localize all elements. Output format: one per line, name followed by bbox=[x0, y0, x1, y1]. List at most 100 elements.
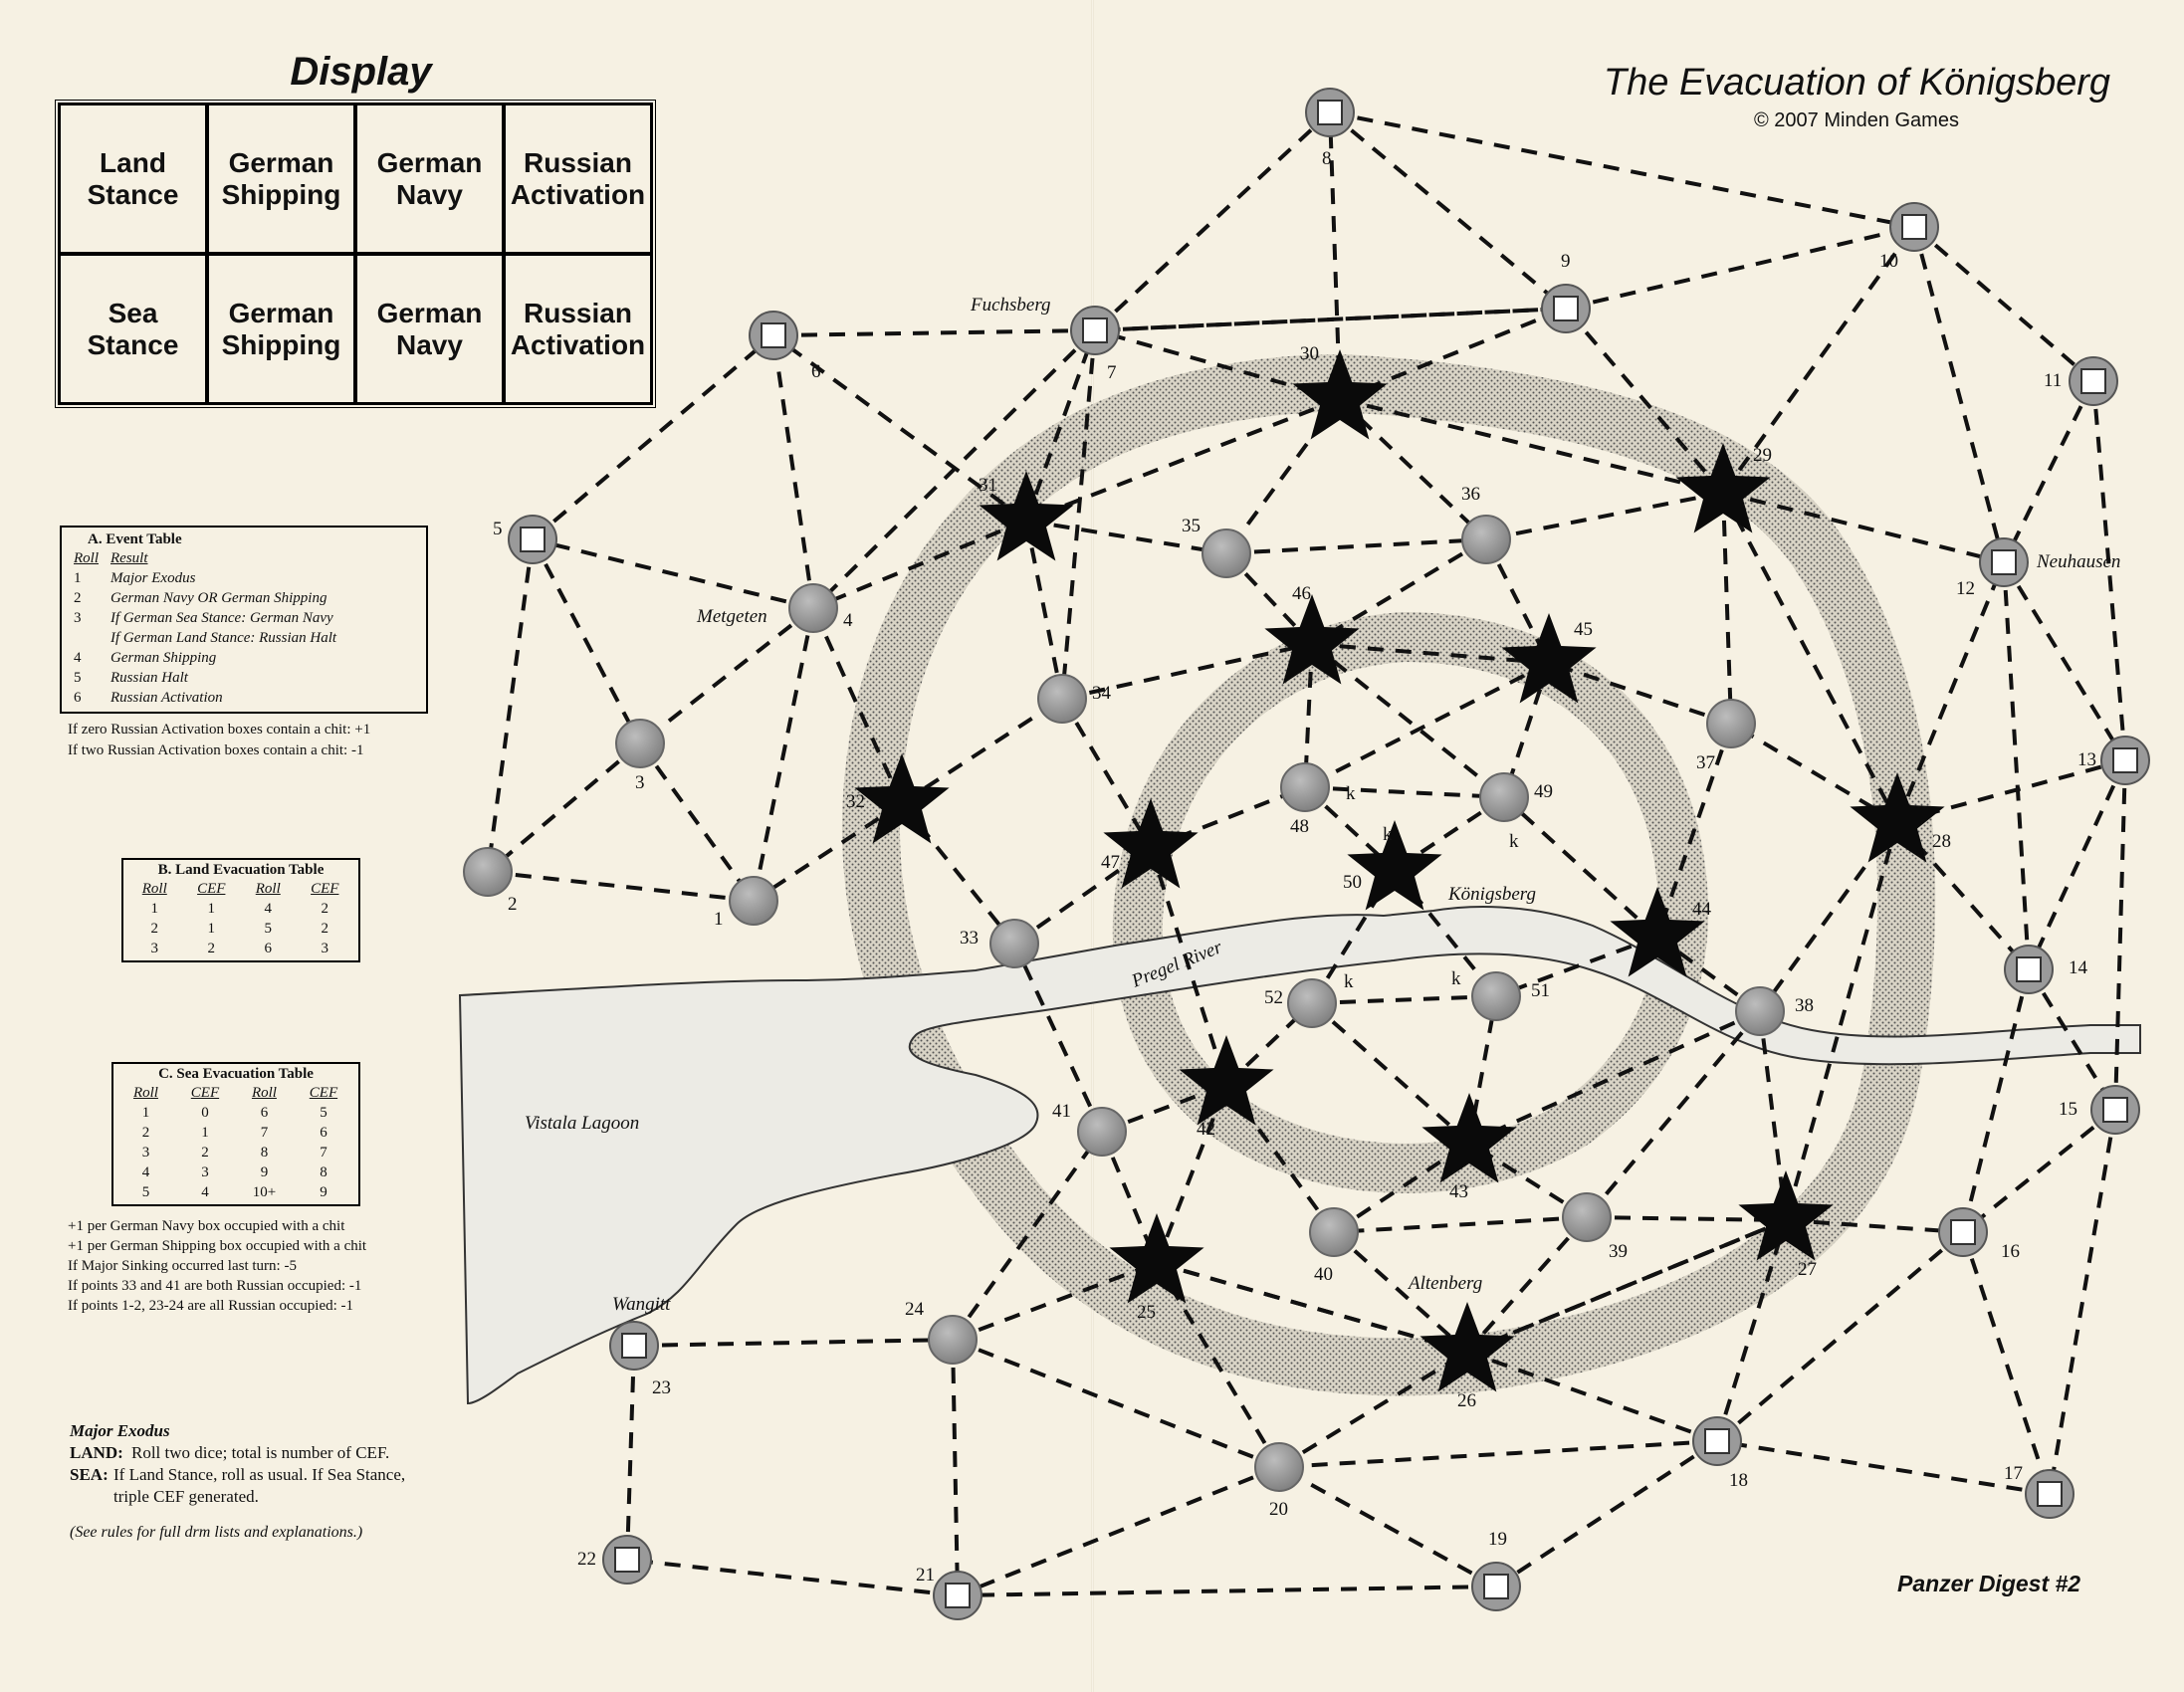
map-point-17[interactable]: 17 bbox=[2004, 1463, 2075, 1519]
circle-point-marker[interactable] bbox=[1706, 699, 1756, 748]
map-point-42[interactable]: 42 bbox=[1179, 1035, 1274, 1140]
display-box-german-shipping-2[interactable]: German Shipping bbox=[207, 254, 355, 404]
map-point-33[interactable]: 33 bbox=[960, 919, 1039, 968]
display-box-russian-activation-1[interactable]: Russian Activation bbox=[504, 104, 652, 254]
star-point-marker[interactable] bbox=[1421, 1093, 1517, 1183]
map-point-45[interactable]: 45 bbox=[1501, 613, 1597, 704]
square-box-icon bbox=[1950, 1219, 1976, 1245]
circle-point-marker[interactable] bbox=[1735, 986, 1785, 1036]
map-point-9[interactable]: 9 bbox=[1541, 251, 1591, 333]
circle-point-marker[interactable] bbox=[1037, 674, 1087, 724]
map-point-18[interactable]: 18 bbox=[1692, 1416, 1748, 1491]
circle-point-marker[interactable] bbox=[1479, 772, 1529, 822]
circle-point-marker[interactable] bbox=[1461, 515, 1511, 564]
map-point-12[interactable]: 12 bbox=[1956, 537, 2029, 599]
map-point-27[interactable]: 27 bbox=[1738, 1170, 1834, 1280]
map-point-37[interactable]: 37 bbox=[1696, 699, 1756, 773]
map-point-32[interactable]: 32 bbox=[846, 753, 950, 844]
map-point-52[interactable]: 52 bbox=[1264, 978, 1337, 1028]
display-box-land-stance[interactable]: Land Stance bbox=[59, 104, 207, 254]
circle-point-marker[interactable] bbox=[1287, 978, 1337, 1028]
map-point-23[interactable]: 23 bbox=[609, 1321, 671, 1398]
star-point-marker[interactable] bbox=[1675, 443, 1771, 533]
display-box-russian-activation-2[interactable]: Russian Activation bbox=[504, 254, 652, 404]
map-point-7[interactable]: 7 bbox=[1070, 306, 1120, 383]
connection-41-33 bbox=[1012, 943, 1104, 1133]
map-point-20[interactable]: 20 bbox=[1254, 1442, 1304, 1520]
star-point-marker[interactable] bbox=[1420, 1302, 1515, 1392]
map-point-22[interactable]: 22 bbox=[577, 1535, 652, 1585]
map-point-10[interactable]: 10 bbox=[1879, 202, 1939, 272]
map-point-2[interactable]: 2 bbox=[463, 847, 518, 915]
circle-point-marker[interactable] bbox=[989, 919, 1039, 968]
map-point-36[interactable]: 36 bbox=[1461, 484, 1511, 564]
map-point-51[interactable]: 51 bbox=[1471, 971, 1550, 1021]
display-box-sea-stance[interactable]: Sea Stance bbox=[59, 254, 207, 404]
display-box-german-shipping-1[interactable]: German Shipping bbox=[207, 104, 355, 254]
square-box-icon bbox=[1553, 296, 1579, 321]
star-point-marker[interactable] bbox=[1103, 798, 1199, 889]
star-point-marker[interactable] bbox=[1850, 772, 1945, 863]
map-point-31[interactable]: 31 bbox=[979, 471, 1074, 561]
map-point-4[interactable]: 4 bbox=[788, 583, 853, 633]
circle-point-marker[interactable] bbox=[1254, 1442, 1304, 1492]
map-point-38[interactable]: 38 bbox=[1735, 986, 1814, 1036]
map-point-21[interactable]: 21 bbox=[916, 1565, 983, 1620]
map-point-29[interactable]: 29 bbox=[1675, 443, 1772, 533]
circle-point-marker[interactable] bbox=[463, 847, 513, 897]
map-point-46[interactable]: 46 bbox=[1264, 583, 1360, 685]
circle-point-marker[interactable] bbox=[1309, 1207, 1359, 1257]
map-point-1[interactable]: 1 bbox=[714, 876, 778, 930]
map-point-28[interactable]: 28 bbox=[1850, 772, 1951, 863]
map-point-41[interactable]: 41 bbox=[1052, 1101, 1127, 1157]
circle-point-marker[interactable] bbox=[1077, 1107, 1127, 1157]
star-point-marker[interactable] bbox=[1179, 1035, 1274, 1126]
map-point-48[interactable]: 48 bbox=[1280, 762, 1330, 837]
circle-point-marker[interactable] bbox=[615, 719, 665, 768]
map-point-47[interactable]: 47 bbox=[1101, 798, 1199, 889]
map-point-14[interactable]: 14 bbox=[2004, 945, 2088, 994]
star-point-marker[interactable] bbox=[1264, 594, 1360, 685]
map-point-49[interactable]: 49 bbox=[1479, 772, 1553, 822]
map-point-25[interactable]: 25 bbox=[1109, 1213, 1204, 1323]
map-point-26[interactable]: 26 bbox=[1420, 1302, 1515, 1411]
sea-note-1: +1 per German Navy box occupied with a c… bbox=[68, 1218, 345, 1234]
circle-point-marker[interactable] bbox=[729, 876, 778, 926]
star-point-marker[interactable] bbox=[1292, 349, 1388, 440]
star-point-marker[interactable] bbox=[1347, 820, 1442, 911]
map-point-34[interactable]: 34 bbox=[1037, 674, 1112, 724]
star-point-marker[interactable] bbox=[1501, 613, 1597, 704]
map-point-13[interactable]: 13 bbox=[2077, 736, 2150, 785]
star-point-marker[interactable] bbox=[1738, 1170, 1834, 1261]
circle-point-marker[interactable] bbox=[1201, 529, 1251, 578]
star-point-marker[interactable] bbox=[1109, 1213, 1204, 1304]
map-point-24[interactable]: 24 bbox=[905, 1299, 978, 1365]
map-point-35[interactable]: 35 bbox=[1182, 516, 1251, 578]
circle-point-marker[interactable] bbox=[788, 583, 838, 633]
display-box-german-navy-1[interactable]: German Navy bbox=[355, 104, 504, 254]
map-point-8[interactable]: 8 bbox=[1305, 88, 1355, 169]
map-point-30[interactable]: 30 bbox=[1292, 343, 1388, 440]
square-box-icon bbox=[1704, 1428, 1730, 1454]
display-box-german-navy-2[interactable]: German Navy bbox=[355, 254, 504, 404]
star-point-marker[interactable] bbox=[979, 471, 1074, 561]
map-point-19[interactable]: 19 bbox=[1471, 1529, 1521, 1611]
map-point-50[interactable]: 50 bbox=[1343, 820, 1442, 911]
map-point-15[interactable]: 15 bbox=[2059, 1085, 2140, 1135]
map-point-5[interactable]: 5 bbox=[493, 515, 557, 564]
map-point-16[interactable]: 16 bbox=[1938, 1207, 2020, 1262]
map-point-43[interactable]: 43 bbox=[1421, 1093, 1517, 1202]
map-point-40[interactable]: 40 bbox=[1309, 1207, 1359, 1285]
star-point-marker[interactable] bbox=[854, 753, 950, 844]
map-point-39[interactable]: 39 bbox=[1562, 1192, 1628, 1262]
circle-point-marker[interactable] bbox=[928, 1315, 978, 1365]
map-point-44[interactable]: 44 bbox=[1610, 887, 1712, 977]
star-point-marker[interactable] bbox=[1610, 887, 1705, 977]
map-point-3[interactable]: 3 bbox=[615, 719, 665, 793]
circle-point-marker[interactable] bbox=[1280, 762, 1330, 812]
map-point-6[interactable]: 6 bbox=[749, 311, 821, 382]
circle-point-marker[interactable] bbox=[1562, 1192, 1612, 1242]
circle-point-marker[interactable] bbox=[1471, 971, 1521, 1021]
map-point-11[interactable]: 11 bbox=[2044, 356, 2118, 406]
